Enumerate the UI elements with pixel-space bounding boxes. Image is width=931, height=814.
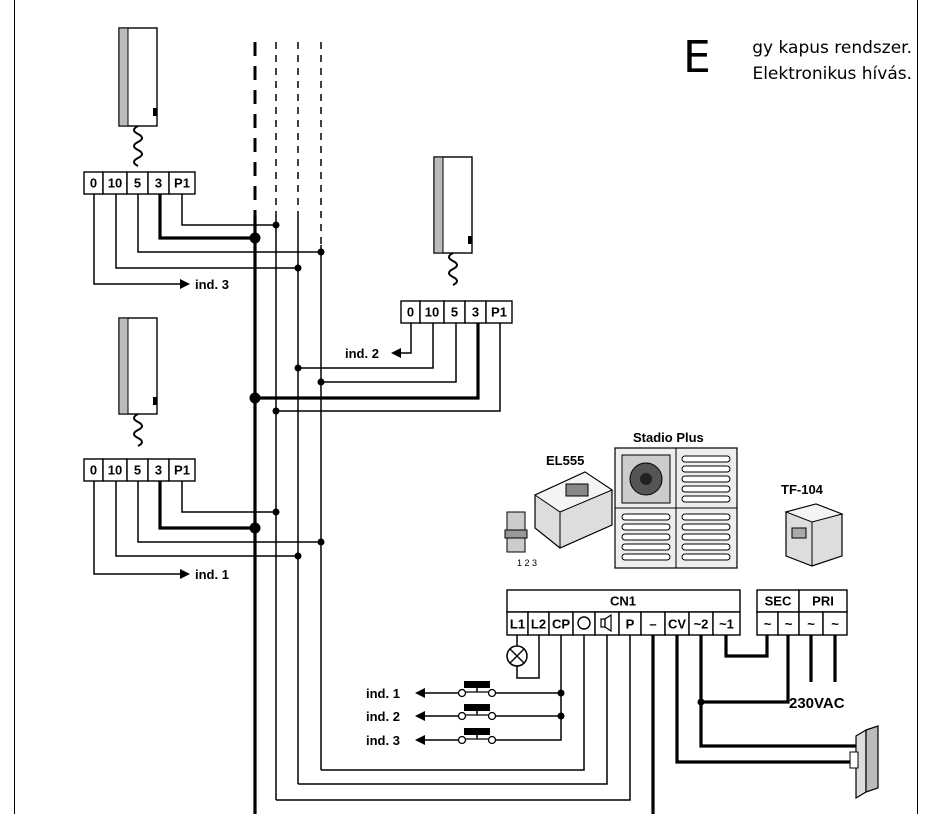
cn1-cp: CP (552, 617, 570, 632)
terminal-5: 5 (134, 176, 141, 191)
stadio-plus-label: Stadio Plus (633, 430, 704, 445)
microphone-icon (577, 616, 591, 630)
terminal-0: 0 (407, 305, 414, 320)
terminal-3: 3 (472, 305, 479, 320)
cn1-l2: L2 (531, 617, 546, 632)
cn1-ac2: ~2 (694, 617, 709, 632)
door-lock-icon (849, 725, 879, 800)
stadio-plus-panel-image (614, 447, 738, 569)
terminal-5: 5 (134, 463, 141, 478)
title-initial: E (683, 32, 711, 83)
tf104-label: TF-104 (781, 482, 824, 497)
title: E gy kapus rendszer. Elektronikus hívás. (683, 32, 912, 84)
terminal-0: 0 (90, 176, 97, 191)
terminal-3: 3 (155, 463, 162, 478)
el555-label: EL555 (546, 453, 584, 468)
pri-terminal-2: ~ (831, 617, 839, 632)
ind1-label-bottom: ind. 1 (195, 567, 229, 582)
terminal-5: 5 (451, 305, 458, 320)
ind2-label-mid: ind. 2 (345, 346, 379, 361)
pri-terminal-1: ~ (807, 617, 815, 632)
monitor-terminals-2: 0 10 5 3 P1 (400, 300, 513, 324)
intercom-handset-2 (433, 156, 473, 286)
transformer-wiring: 230VAC (697, 635, 845, 712)
monitor-terminals-1: 0 10 5 3 P1 (83, 458, 196, 482)
wiring-handset-3: ind. 3 (93, 194, 325, 292)
push-button-2 (457, 704, 497, 721)
ind3-label-top: ind. 3 (195, 277, 229, 292)
cn1-header: CN1 (610, 594, 636, 609)
el555-module-image: 1 2 3 (504, 471, 614, 568)
electric-lock (675, 635, 879, 800)
svg-text:1 2 3: 1 2 3 (517, 558, 537, 568)
wiring-handset-2: ind. 2 (249, 323, 501, 415)
monitor-terminals-3: 0 10 5 3 P1 (83, 171, 196, 195)
cn1-l1: L1 (510, 617, 525, 632)
cn1-terminal-block: CN1 L1 L2 CP P – CV ~2 ~1 (506, 589, 741, 636)
push-button-1 (457, 681, 497, 698)
ind2-label-button: ind. 2 (366, 709, 400, 724)
pri-label: PRI (812, 594, 834, 609)
device-labels: Stadio Plus EL555 TF-104 (546, 430, 824, 497)
ind3-label-button: ind. 3 (366, 733, 400, 748)
sec-terminal-2: ~ (785, 617, 793, 632)
cn1-ac1: ~1 (719, 617, 734, 632)
bus-to-cn1 (276, 635, 655, 814)
call-buttons: ind. 1 ind. 2 ind. 3 (366, 635, 565, 748)
push-button-3 (457, 728, 497, 745)
terminal-0: 0 (90, 463, 97, 478)
wiring-handset-1: ind. 1 (93, 481, 325, 582)
title-line-1: gy kapus rendszer. (752, 38, 912, 58)
terminal-p1: P1 (174, 176, 190, 191)
cn1-minus: – (649, 617, 656, 632)
intercom-handset-1 (118, 317, 158, 447)
terminal-p1: P1 (491, 305, 507, 320)
diagram-frame (14, 0, 918, 814)
speaker-icon (600, 613, 612, 633)
sec-terminal-1: ~ (764, 617, 772, 632)
mains-voltage-label: 230VAC (789, 695, 845, 712)
lamp-circuit (506, 635, 540, 679)
tf104-transformer-image (784, 503, 844, 567)
title-line-2: Elektronikus hívás. (752, 64, 912, 84)
transformer-terminals: SEC PRI ~ ~ ~ ~ (756, 589, 848, 636)
terminal-10: 10 (108, 176, 122, 191)
sec-label: SEC (765, 594, 792, 609)
terminal-3: 3 (155, 176, 162, 191)
terminal-10: 10 (108, 463, 122, 478)
cn1-p: P (626, 617, 635, 632)
ind1-label-button: ind. 1 (366, 686, 400, 701)
terminal-10: 10 (425, 305, 439, 320)
terminal-p1: P1 (174, 463, 190, 478)
cn1-cv: CV (668, 617, 686, 632)
vertical-bus (253, 42, 322, 814)
intercom-handset-3 (118, 27, 158, 167)
